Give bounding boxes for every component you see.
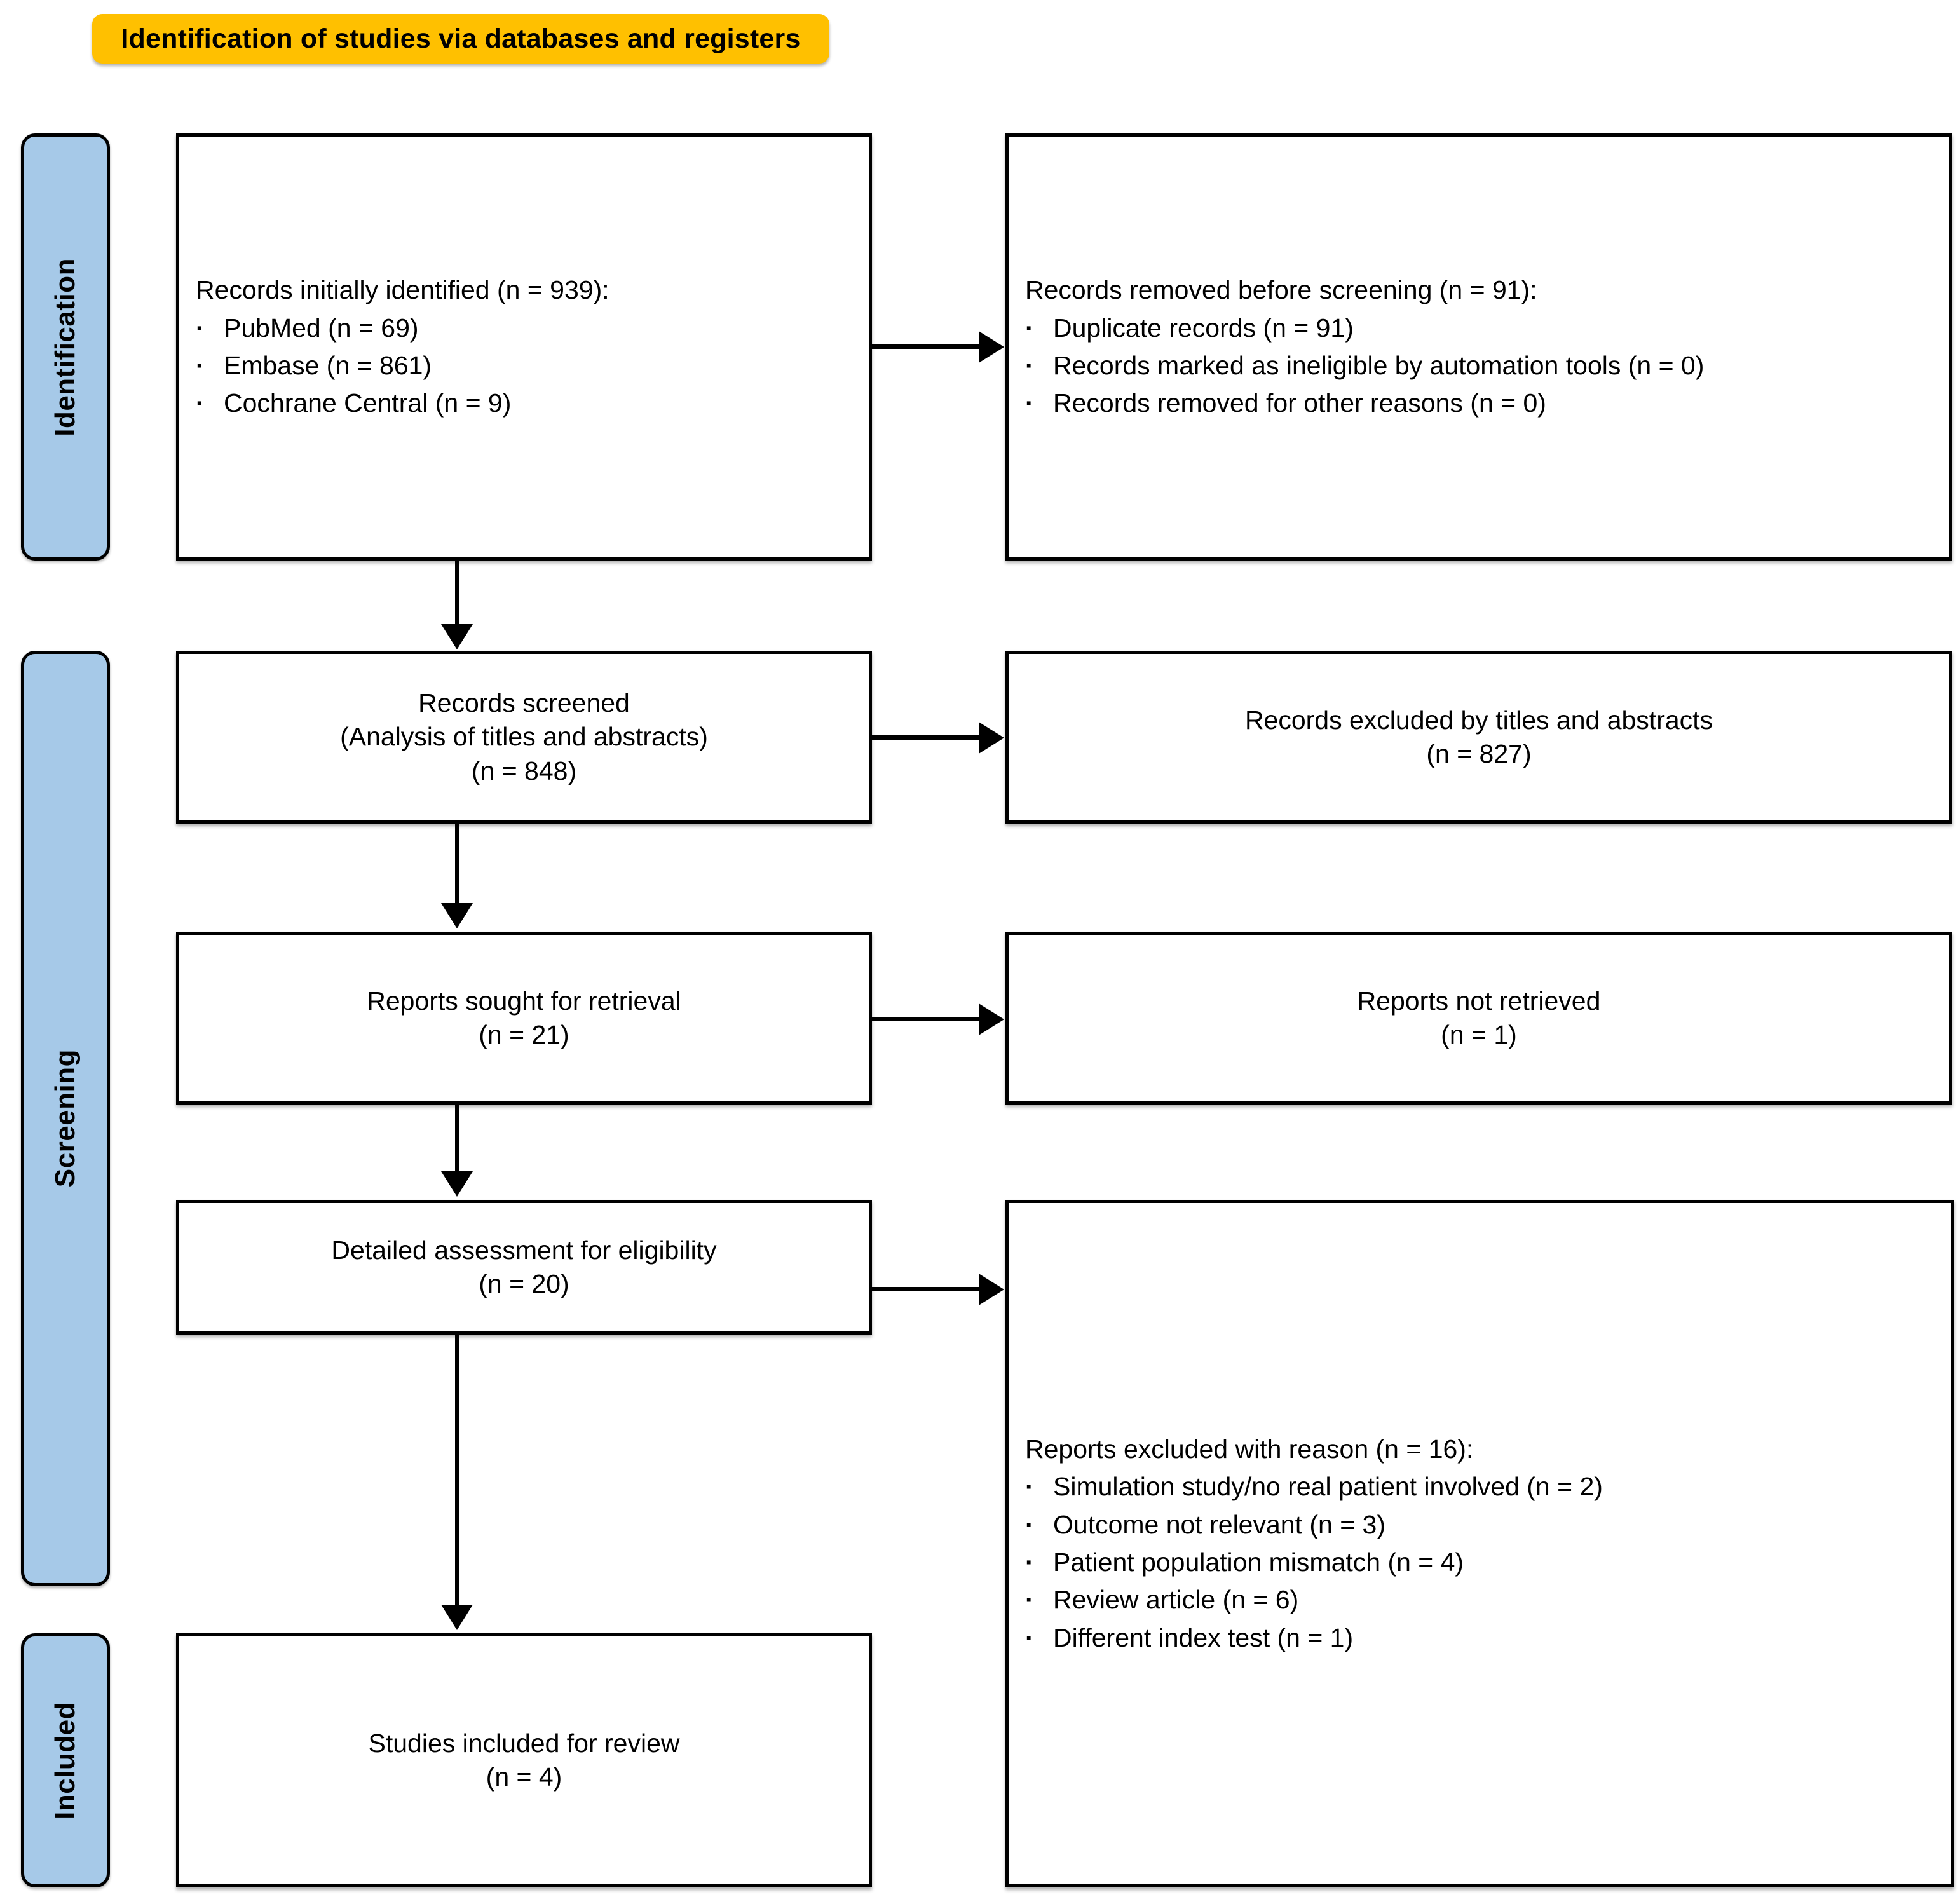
arrow-line bbox=[872, 735, 981, 740]
box-reports-not-retrieved: Reports not retrieved (n = 1) bbox=[1005, 932, 1952, 1105]
box-records-removed-heading: Records removed before screening (n = 91… bbox=[1025, 275, 1537, 305]
box-records-identified: Records initially identified (n = 939): … bbox=[176, 133, 872, 561]
box-reports-not-retrieved-line1: Reports not retrieved bbox=[1357, 986, 1601, 1016]
box-studies-included-count: (n = 4) bbox=[486, 1762, 562, 1792]
arrow-line bbox=[455, 824, 459, 906]
box-records-removed-list: Duplicate records (n = 91) Records marke… bbox=[1009, 308, 1949, 421]
stage-label-screening: Screening bbox=[50, 1049, 81, 1188]
arrow-line bbox=[455, 1335, 459, 1608]
arrow-head-right-icon bbox=[979, 331, 1004, 363]
box-records-screened-line2: (Analysis of titles and abstracts) bbox=[340, 722, 708, 752]
box-records-screened: Records screened (Analysis of titles and… bbox=[176, 651, 872, 824]
list-item: Records removed for other reasons (n = 0… bbox=[1025, 386, 1933, 420]
arrow-head-right-icon bbox=[979, 722, 1004, 754]
box-reports-sought-line1: Reports sought for retrieval bbox=[367, 986, 681, 1016]
arrow-line bbox=[872, 344, 981, 349]
list-item: PubMed (n = 69) bbox=[196, 311, 852, 345]
diagram-title: Identification of studies via databases … bbox=[121, 23, 801, 54]
box-reports-excluded-reason-heading: Reports excluded with reason (n = 16): bbox=[1025, 1434, 1474, 1464]
stage-tab-screening: Screening bbox=[21, 651, 110, 1586]
arrow-head-right-icon bbox=[979, 1274, 1004, 1305]
box-records-screened-line1: Records screened bbox=[418, 688, 630, 718]
box-detailed-assessment-line1: Detailed assessment for eligibility bbox=[331, 1235, 717, 1265]
box-reports-excluded-reason: Reports excluded with reason (n = 16): S… bbox=[1005, 1200, 1954, 1887]
arrow-head-down-icon bbox=[441, 624, 473, 649]
box-reports-excluded-reason-list: Simulation study/no real patient involve… bbox=[1009, 1466, 1951, 1654]
box-studies-included: Studies included for review (n = 4) bbox=[176, 1633, 872, 1887]
box-reports-not-retrieved-count: (n = 1) bbox=[1441, 1020, 1517, 1049]
arrow-head-down-icon bbox=[441, 903, 473, 928]
box-records-screened-count: (n = 848) bbox=[471, 756, 577, 785]
list-item: Cochrane Central (n = 9) bbox=[196, 386, 852, 420]
list-item: Embase (n = 861) bbox=[196, 349, 852, 383]
arrow-line bbox=[872, 1017, 981, 1021]
arrow-head-down-icon bbox=[441, 1171, 473, 1197]
arrow-head-right-icon bbox=[979, 1003, 1004, 1035]
list-item: Review article (n = 6) bbox=[1025, 1583, 1935, 1617]
list-item: Outcome not relevant (n = 3) bbox=[1025, 1508, 1935, 1542]
list-item: Records marked as ineligible by automati… bbox=[1025, 349, 1933, 383]
box-reports-sought-count: (n = 21) bbox=[479, 1020, 569, 1049]
box-records-excluded-titles-count: (n = 827) bbox=[1426, 739, 1532, 768]
box-records-identified-list: PubMed (n = 69) Embase (n = 861) Cochran… bbox=[179, 308, 869, 421]
list-item: Different index test (n = 1) bbox=[1025, 1621, 1935, 1655]
box-detailed-assessment: Detailed assessment for eligibility (n =… bbox=[176, 1200, 872, 1335]
box-studies-included-line1: Studies included for review bbox=[368, 1728, 680, 1758]
box-records-removed: Records removed before screening (n = 91… bbox=[1005, 133, 1952, 561]
box-records-excluded-titles-line1: Records excluded by titles and abstracts bbox=[1244, 705, 1713, 735]
list-item: Duplicate records (n = 91) bbox=[1025, 311, 1933, 345]
stage-label-included: Included bbox=[50, 1701, 81, 1819]
stage-tab-identification: Identification bbox=[21, 133, 110, 561]
box-records-excluded-titles: Records excluded by titles and abstracts… bbox=[1005, 651, 1952, 824]
arrow-head-down-icon bbox=[441, 1605, 473, 1630]
list-item: Simulation study/no real patient involve… bbox=[1025, 1470, 1935, 1504]
arrow-line bbox=[455, 561, 459, 627]
arrow-line bbox=[872, 1287, 981, 1291]
stage-tab-included: Included bbox=[21, 1633, 110, 1887]
stage-label-identification: Identification bbox=[50, 257, 81, 437]
box-records-identified-heading: Records initially identified (n = 939): bbox=[196, 275, 609, 305]
box-detailed-assessment-count: (n = 20) bbox=[479, 1269, 569, 1298]
box-reports-sought: Reports sought for retrieval (n = 21) bbox=[176, 932, 872, 1105]
arrow-line bbox=[455, 1105, 459, 1174]
diagram-header-banner: Identification of studies via databases … bbox=[92, 14, 829, 64]
list-item: Patient population mismatch (n = 4) bbox=[1025, 1546, 1935, 1579]
